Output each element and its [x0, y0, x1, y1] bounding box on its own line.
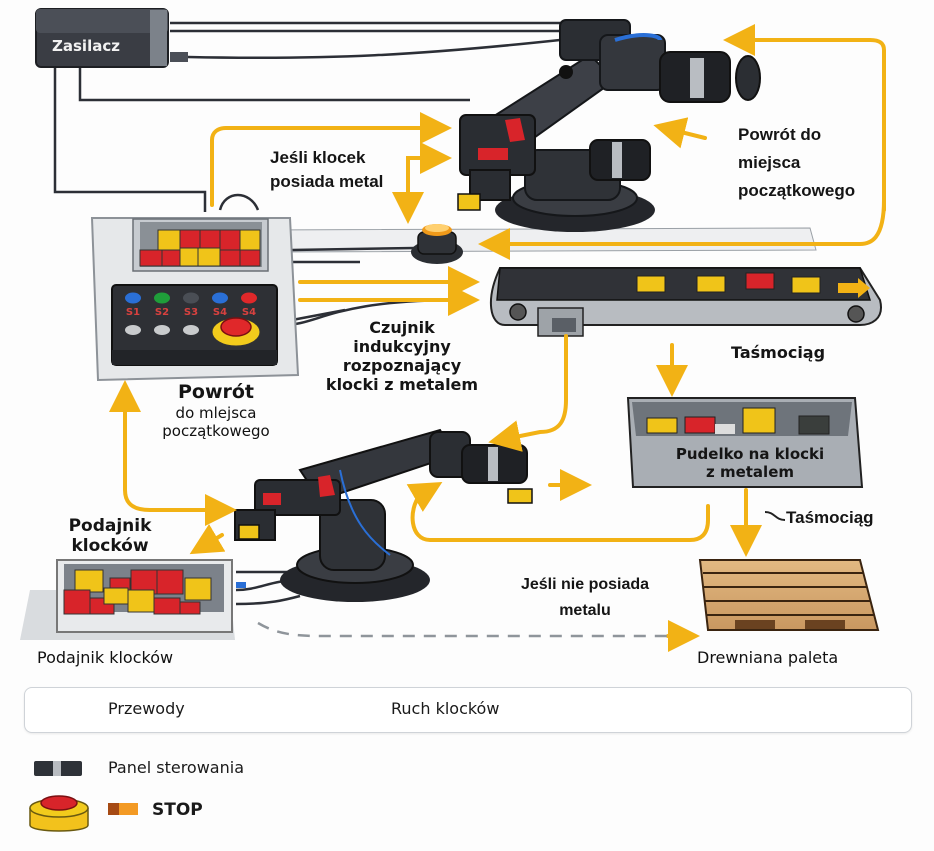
label-pallet: Drewniana paleta	[697, 648, 839, 667]
label-line: Podajnik	[68, 516, 152, 536]
panel-button-label: S2	[155, 307, 169, 318]
label-feeder-top: Podajnik klocków	[40, 516, 180, 557]
power-supply-label: Zasilacz	[52, 37, 120, 55]
conveyor-belt	[489, 267, 882, 337]
block-movement-arrows	[109, 24, 886, 652]
label-line: Pudelko na klocki	[675, 445, 825, 463]
label-conveyor: Taśmociąg	[731, 343, 826, 362]
label-line: metalu	[559, 602, 611, 619]
panel-button-s1[interactable]	[125, 292, 141, 304]
panel-button-gray	[125, 325, 141, 335]
control-panel: S1 S2 S3 S4 S4	[90, 217, 300, 382]
label-return-left: Powrót do mlejsca początkowego	[136, 381, 296, 440]
label-line: Powrót	[177, 381, 255, 403]
control-panel-icon	[34, 761, 82, 776]
label-line: indukcyjny	[353, 337, 451, 356]
arrow-box-loop	[406, 481, 710, 542]
metal-box	[626, 397, 864, 488]
legend-control-panel-label: Panel sterowania	[108, 758, 244, 777]
conveyor-2-connector	[764, 511, 786, 521]
block-feeder	[20, 559, 246, 640]
non-metal-dashed-path	[257, 621, 668, 638]
upper-robot-arm	[457, 19, 761, 232]
label-line: rozpoznający	[342, 356, 462, 375]
label-if-not-metal: Jeśli nie posiada metalu	[500, 572, 670, 624]
panel-button-gray	[154, 325, 170, 335]
panel-button-s2[interactable]	[154, 292, 170, 304]
arrow-panel-to-robot	[210, 112, 452, 207]
wooden-pallet	[698, 559, 880, 631]
label-line: Jeśli klocek	[270, 148, 366, 167]
label-conveyor-2: Taśmociąg	[786, 508, 874, 527]
label-feeder-bottom: Podajnik klocków	[37, 648, 174, 667]
legend-block-movement-label: Ruch klocków	[391, 699, 500, 718]
label-line: początkowego	[162, 421, 270, 440]
panel-button-s4[interactable]	[241, 292, 257, 304]
label-line: Czujnik	[369, 318, 435, 337]
panel-button-label: S4	[242, 307, 256, 318]
label-line: posiada metal	[270, 172, 384, 192]
panel-button-gray	[183, 325, 199, 335]
arrow-return-bottom	[478, 198, 886, 260]
lower-robot-arm	[234, 428, 533, 602]
label-line: z metalem	[706, 463, 794, 481]
arrow-robot-to-feeder	[189, 524, 226, 555]
label-line: do mlejsca	[175, 403, 257, 422]
label-line: początkowego	[738, 181, 856, 200]
label-line: Powrót do	[738, 125, 822, 144]
stop-button-icon	[29, 795, 89, 832]
label-if-metal: Jeśli klocek posiada metal	[270, 148, 383, 193]
panel-button-s3[interactable]	[183, 292, 199, 304]
panel-stop-button[interactable]	[220, 317, 252, 337]
power-supply	[35, 8, 188, 68]
arrow-conveyor-to-robot	[488, 334, 568, 452]
legend-stop-label: STOP	[152, 800, 203, 820]
panel-block-tray	[139, 229, 261, 267]
label-inductive-sensor: Czujnik indukcyjny rozpoznający klocki z…	[312, 318, 492, 394]
label-return-top: Powrót do miejsca początkowego	[738, 121, 855, 205]
metal-box-label: Pudelko na klocki z metalem	[640, 445, 860, 481]
arrow-return-loop	[723, 24, 886, 212]
label-line: klocki z metalem	[325, 375, 479, 394]
panel-button-s4[interactable]	[212, 292, 228, 304]
arrow-panel-return	[123, 393, 237, 526]
label-line: miejsca	[738, 153, 801, 172]
label-line: klocków	[71, 536, 149, 557]
label-line: Jeśli nie posiada	[520, 576, 650, 593]
stop-swatch-icon	[108, 803, 138, 815]
inductive-sensor	[411, 224, 463, 264]
panel-button-label: S4	[213, 307, 227, 318]
arrow-sensor-to-robot	[406, 142, 452, 214]
panel-button-label: S3	[184, 307, 198, 318]
legend	[24, 687, 912, 733]
arrow-return-top	[653, 117, 707, 149]
legend-wires-label: Przewody	[108, 699, 185, 718]
panel-button-label: S1	[126, 307, 140, 318]
